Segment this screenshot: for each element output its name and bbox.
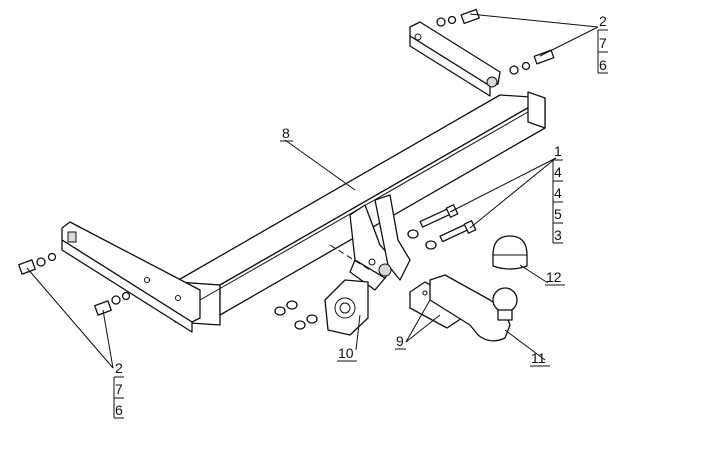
tow-ball-arm bbox=[429, 274, 518, 342]
top-right-bolts bbox=[436, 8, 555, 75]
callout-socket-plate: 10 bbox=[338, 345, 354, 361]
callout-ball-cap: 12 bbox=[546, 269, 562, 285]
callouts-right-stack: 1 4 4 5 3 bbox=[552, 143, 563, 244]
callout-beam: 8 bbox=[282, 125, 290, 141]
center-mount bbox=[329, 194, 411, 291]
leader-lines bbox=[26, 13, 599, 369]
callout-top-right-3: 6 bbox=[599, 57, 607, 73]
socket-plate bbox=[274, 279, 369, 336]
callout-stack-1: 1 bbox=[554, 143, 562, 159]
callout-bottom-left-2: 7 bbox=[115, 381, 123, 397]
bottom-left-bolts bbox=[18, 252, 131, 316]
callouts-top-right: 2 7 6 bbox=[597, 13, 608, 74]
callout-tow-ball: 11 bbox=[531, 350, 546, 366]
callout-stack-2: 4 bbox=[554, 164, 562, 180]
callout-bottom-left-1: 2 bbox=[115, 360, 123, 376]
callout-stack-4: 5 bbox=[554, 206, 562, 222]
callouts-bottom-left: 2 7 6 bbox=[113, 360, 124, 419]
callout-bottom-left-3: 6 bbox=[115, 402, 123, 418]
callout-top-right-2: 7 bbox=[599, 35, 607, 51]
left-mounting-bracket bbox=[61, 221, 201, 333]
right-mounting-bracket bbox=[409, 21, 501, 97]
callout-top-right-1: 2 bbox=[599, 13, 607, 29]
callout-stack-5: 3 bbox=[554, 227, 562, 243]
ball-cap bbox=[492, 235, 528, 270]
callout-stack-3: 4 bbox=[554, 185, 562, 201]
callout-clamp: 9 bbox=[396, 333, 404, 349]
center-bolts bbox=[407, 204, 477, 250]
